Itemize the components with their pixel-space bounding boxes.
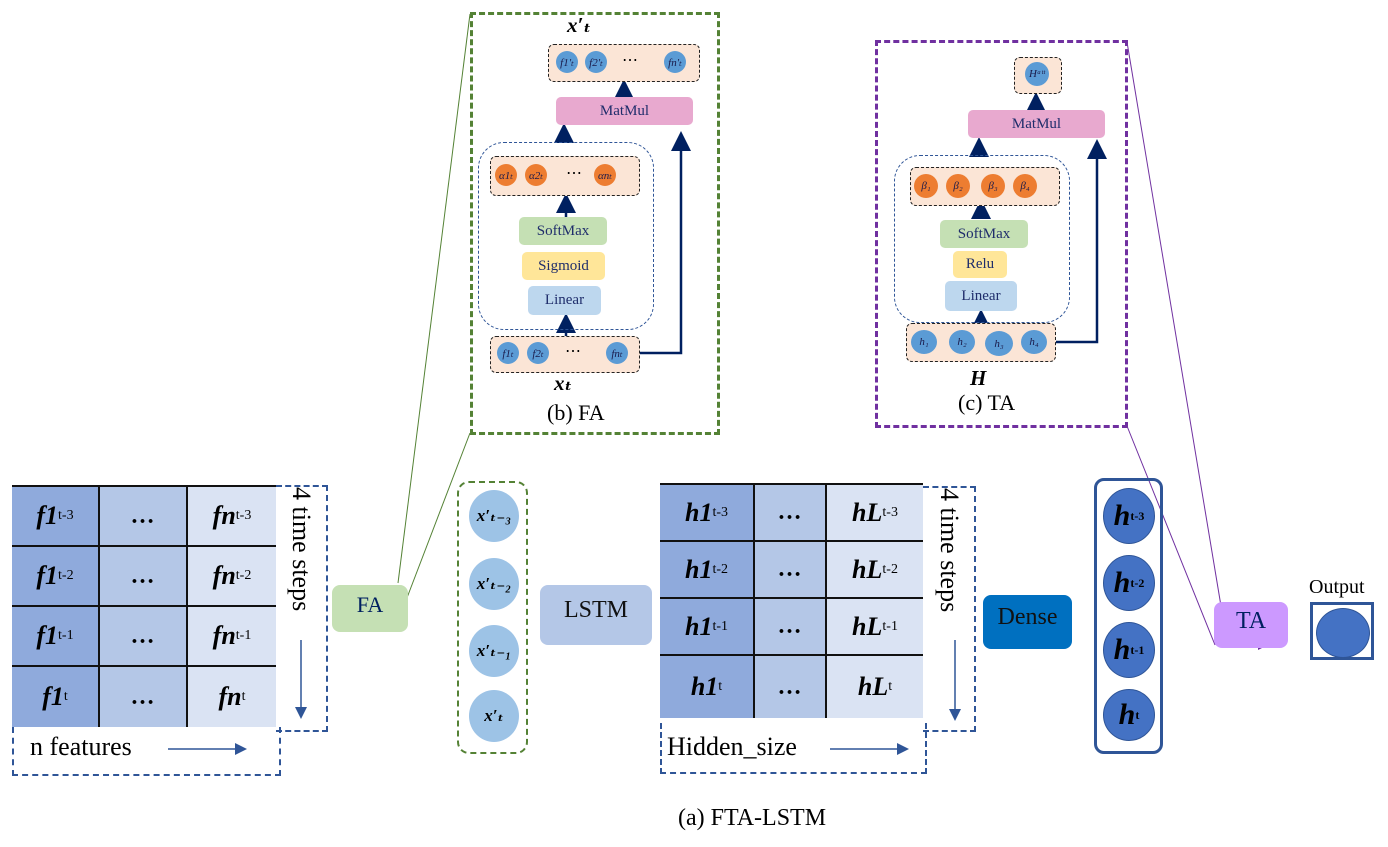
grid-cell: … (755, 656, 827, 718)
fa-block[interactable]: FA (332, 585, 408, 632)
fa-output-ellipsis: ⋯ (622, 52, 638, 69)
fa-panel (470, 12, 720, 435)
grid-cell: … (755, 599, 827, 656)
ta-weight-beta4: β₄ (1013, 174, 1037, 198)
grid-cell: … (100, 487, 188, 547)
ta-input-h2: h₂ (949, 330, 975, 354)
fa-output-column (457, 481, 528, 754)
ta-input-h4: h₄ (1021, 330, 1047, 354)
ta-block-label: TA (1235, 607, 1267, 634)
input-features-box (12, 727, 281, 776)
fa-input-fn: fnₜ (606, 342, 628, 364)
hidden-time-steps-box (923, 486, 976, 732)
fa-output-xt-1: x′ₜ₋₁ (469, 625, 519, 677)
ta-matmul-layer: MatMul (968, 110, 1105, 138)
output-label: Output (1309, 576, 1365, 598)
fa-output-xt-3: x′ₜ₋₃ (469, 490, 519, 542)
grid-cell: … (755, 485, 827, 542)
ta-panel (875, 40, 1128, 428)
fa-output-f2: f2′ₜ (585, 51, 607, 73)
dense-output-column (1094, 478, 1163, 754)
fa-weight-ellipsis: ⋯ (566, 165, 582, 182)
fa-input-label: xₜ (554, 371, 573, 395)
ta-weight-beta1: β₁ (914, 174, 938, 198)
ta-softmax-layer: SoftMax (940, 220, 1028, 248)
ta-relu-layer: Relu (953, 251, 1007, 278)
fa-linear-layer: Linear (528, 286, 601, 315)
input-time-steps-box (276, 485, 328, 732)
ta-output-hatt: Hᵃᵗᵗ (1025, 62, 1049, 86)
lstm-block-label: LSTM (563, 596, 628, 623)
fa-input-f1: f1ₜ (497, 342, 519, 364)
dense-block-label: Dense (997, 603, 1058, 630)
fa-output-f1: f1′ₜ (556, 51, 578, 73)
fa-output-xt: x′ₜ (469, 690, 519, 742)
fa-sigmoid-layer: Sigmoid (522, 252, 605, 280)
output-node (1316, 608, 1370, 658)
fa-output-fn: fn′ₜ (664, 51, 686, 73)
fa-block-label: FA (356, 591, 384, 617)
input-features-label: n features (30, 732, 132, 761)
ta-attention-scope (894, 155, 1070, 323)
fa-matmul-layer: MatMul (556, 97, 693, 125)
grid-cell: … (755, 542, 827, 599)
fa-input-f2: f2ₜ (527, 342, 549, 364)
hidden-time-steps-label: 4 time steps (935, 488, 964, 613)
output-box (1310, 602, 1374, 660)
dense-block[interactable]: Dense (983, 595, 1072, 649)
fa-attention-scope (478, 142, 654, 330)
ta-panel-caption: (c) TA (958, 390, 1016, 415)
grid-cell: … (100, 547, 188, 607)
hidden-size-box (660, 723, 927, 774)
fa-panel-caption: (b) FA (547, 400, 605, 425)
grid-cell: … (100, 667, 188, 727)
fa-output-xt-2: x′ₜ₋₂ (469, 558, 519, 610)
ta-linear-layer: Linear (945, 281, 1017, 311)
lstm-block[interactable]: LSTM (540, 585, 652, 645)
ta-weight-beta3: β₃ (981, 174, 1005, 198)
ta-block[interactable]: TA (1214, 602, 1288, 648)
fa-softmax-layer: SoftMax (519, 217, 607, 245)
fa-weight-alpha2: α2ₜ (525, 164, 547, 186)
fa-weight-alphan: αnₜ (594, 164, 616, 186)
fa-input-ellipsis: ⋯ (565, 343, 581, 360)
hidden-size-label: Hidden_size (667, 732, 797, 761)
ta-input-label: H (970, 366, 987, 390)
figure-caption: (a) FTA-LSTM (678, 805, 827, 831)
ta-weight-beta2: β₂ (946, 174, 970, 198)
input-time-steps-label: 4 time steps (287, 487, 316, 612)
ta-input-h3: h₃ (985, 331, 1013, 356)
fa-weight-alpha1: α1ₜ (495, 164, 517, 186)
fa-output-label: x′ₜ (567, 13, 592, 37)
grid-cell: … (100, 607, 188, 667)
ta-input-h1: h₁ (911, 330, 937, 354)
